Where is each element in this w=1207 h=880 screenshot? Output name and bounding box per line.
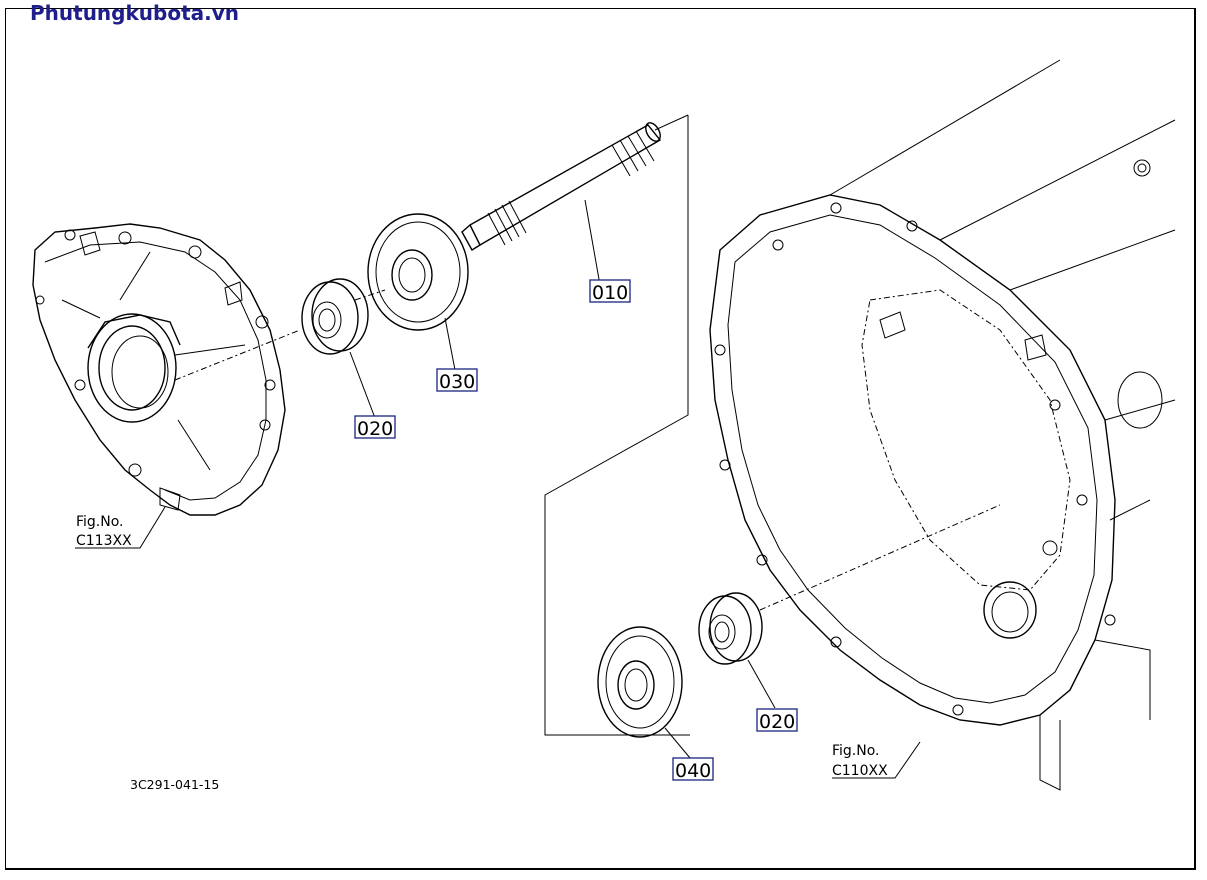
part-number-010: 010 <box>592 282 628 304</box>
bearing-020-upper-drawing <box>174 278 386 419</box>
fig-ref-c113-code[interactable]: C113XX <box>76 533 132 549</box>
fig-ref-c113-label: Fig.No. <box>76 514 124 530</box>
gear-040-drawing <box>597 626 691 759</box>
diagram-frame <box>5 8 1196 870</box>
gear-030-drawing <box>367 213 469 371</box>
bearing-020-lower-drawing <box>698 504 1001 709</box>
callout-020-lower[interactable]: 020 <box>756 708 798 733</box>
part-number-020-lower: 020 <box>759 711 795 733</box>
callout-030[interactable]: 030 <box>436 368 478 393</box>
shaft-010-drawing <box>461 122 662 286</box>
diagram-code: 3C291-041-15 <box>130 777 219 792</box>
callout-040[interactable]: 040 <box>672 757 714 782</box>
callout-020-upper[interactable]: 020 <box>354 415 396 440</box>
brand-title[interactable]: Phutungkubota.vn <box>30 1 240 25</box>
part-number-030: 030 <box>439 371 475 393</box>
right-case-drawing <box>709 59 1176 791</box>
part-number-040: 040 <box>675 760 711 782</box>
callout-010[interactable]: 010 <box>589 279 631 304</box>
group-outline <box>544 114 690 736</box>
part-number-020-upper: 020 <box>357 418 393 440</box>
fig-ref-c110-code[interactable]: C110XX <box>832 763 888 779</box>
fig-ref-c110-label: Fig.No. <box>832 743 880 759</box>
left-housing-drawing <box>32 223 286 549</box>
